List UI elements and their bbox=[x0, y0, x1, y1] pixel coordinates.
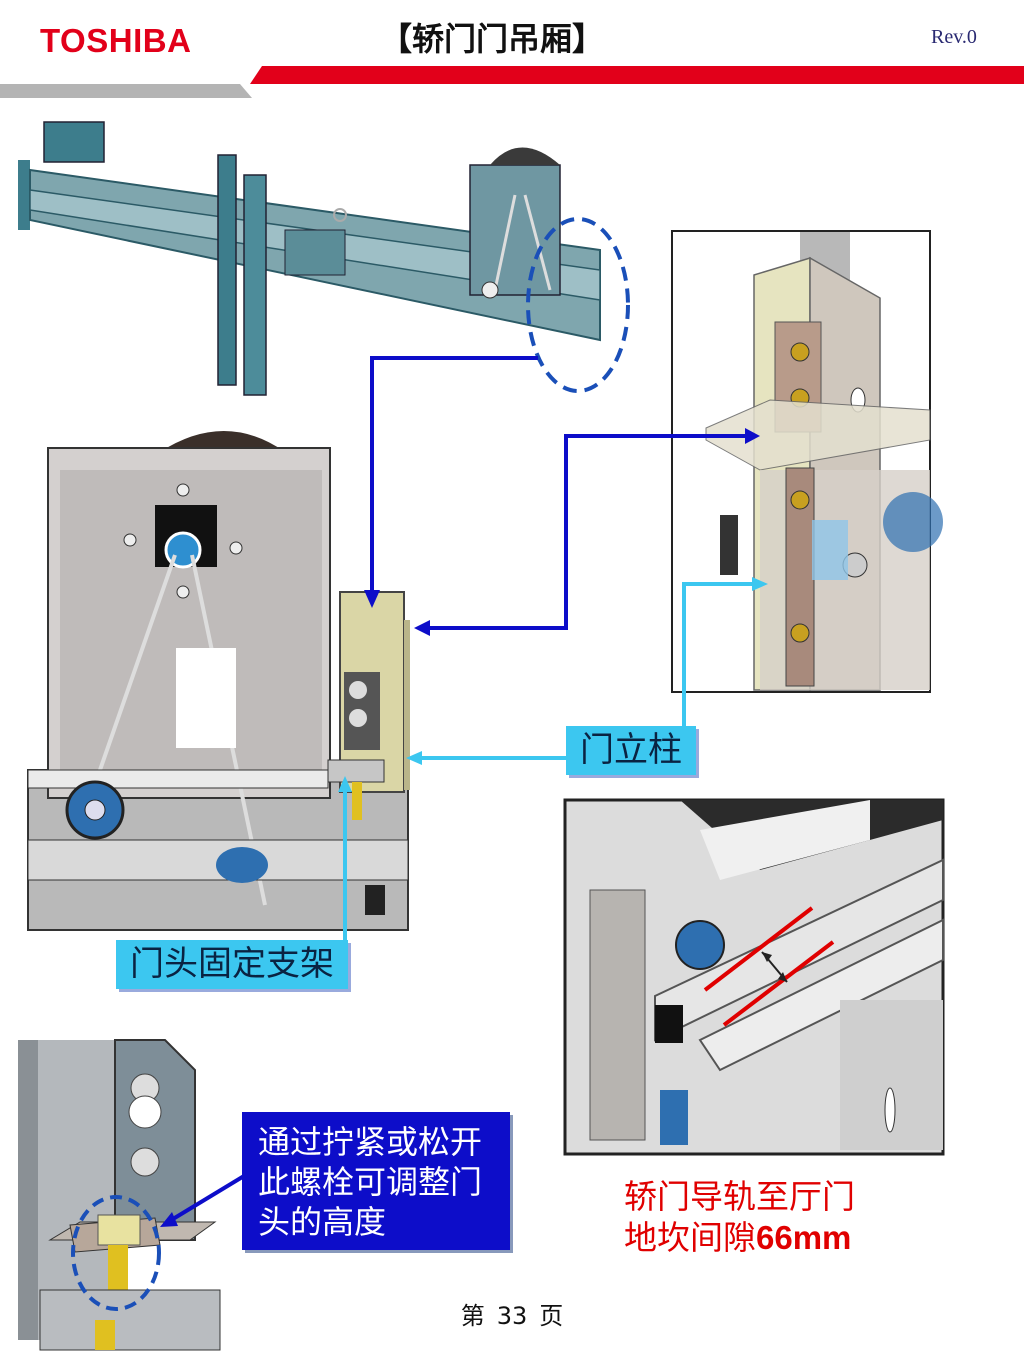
rail-gap-note-text: 地坎间隙 bbox=[624, 1218, 756, 1258]
highlight-circle-bolt bbox=[71, 1195, 161, 1311]
header-bracket-label: 门头固定支架 bbox=[116, 940, 348, 989]
revision-label: Rev.0 bbox=[931, 26, 977, 48]
brand-logo: TOSHIBA bbox=[40, 22, 192, 59]
bolt-adjust-note-line: 此螺栓可调整门 bbox=[258, 1163, 483, 1201]
arrow-bolt-note bbox=[160, 1174, 246, 1227]
door-post-detail-drawing bbox=[671, 230, 943, 693]
rail-gap-note-line1: 轿门导轨至厅门 bbox=[624, 1177, 855, 1216]
highlight-circle-top bbox=[526, 217, 630, 393]
hanger-detail-drawing bbox=[27, 431, 410, 931]
header-band bbox=[0, 66, 1024, 98]
arrow-overview-to-detail bbox=[364, 356, 538, 608]
arrow-door-post-label bbox=[406, 577, 768, 765]
page-number: 第 33 页 bbox=[0, 1296, 1024, 1331]
door-hanger-overview-drawing bbox=[18, 121, 601, 396]
arrow-bracket-label bbox=[338, 776, 352, 940]
bolt-adjust-note-line: 通过拧紧或松开 bbox=[258, 1123, 483, 1161]
page-number-value: 33 bbox=[496, 1302, 528, 1330]
page-title: 【轿门门吊厢】 bbox=[380, 20, 605, 58]
bolt-adjust-note: 通过拧紧或松开 此螺栓可调整门 头的高度 bbox=[242, 1112, 510, 1250]
bolt-adjust-detail-drawing bbox=[18, 1039, 221, 1351]
arrow-post-detail-to-hanger bbox=[414, 428, 760, 636]
page-suffix: 页 bbox=[539, 1302, 564, 1330]
rail-gap-note-line2: 地坎间隙66mm bbox=[624, 1217, 855, 1258]
rail-gap-note: 轿门导轨至厅门 地坎间隙66mm bbox=[624, 1176, 855, 1259]
page-prefix: 第 bbox=[460, 1302, 485, 1330]
bolt-adjust-note-line: 头的高度 bbox=[258, 1203, 387, 1241]
rail-gap-value: 66mm bbox=[756, 1219, 852, 1257]
rail-gap-detail-drawing bbox=[563, 798, 945, 1156]
door-post-label: 门立柱 bbox=[566, 726, 696, 775]
